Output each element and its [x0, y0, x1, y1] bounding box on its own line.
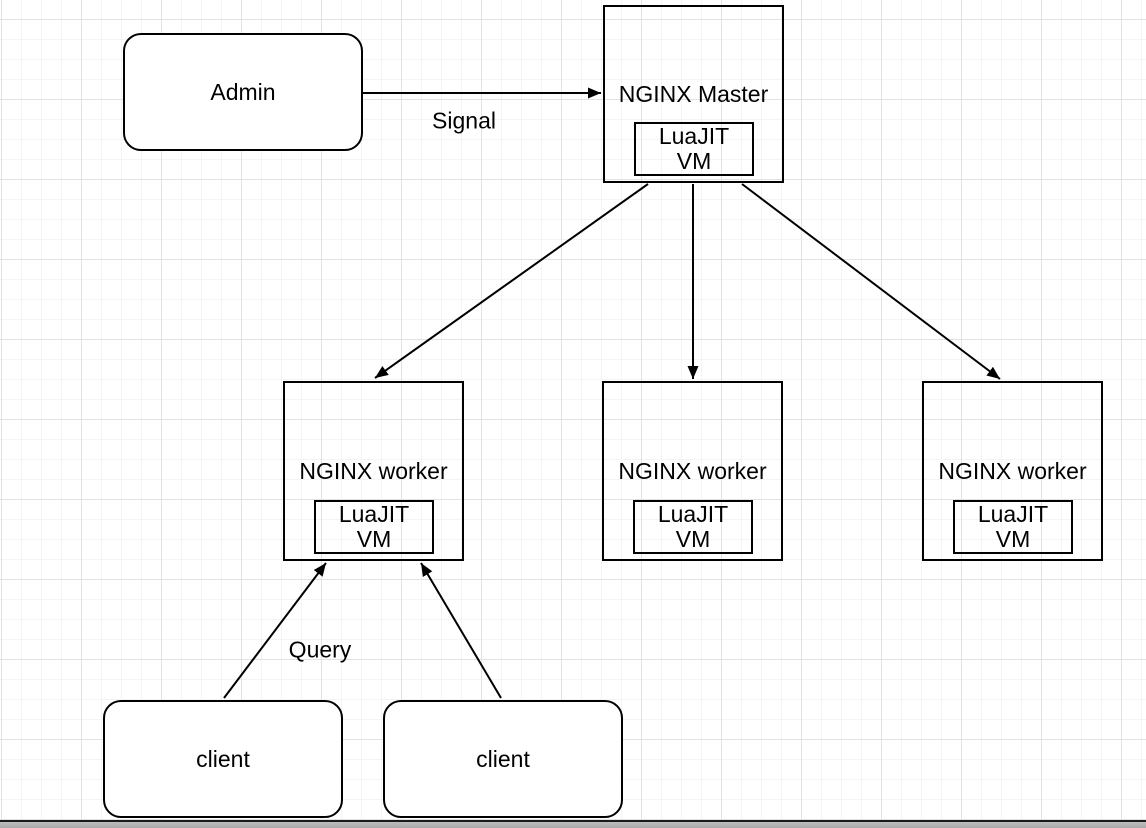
edge-master-to-worker1[interactable] [374, 183, 649, 379]
node-nginx-worker-2-luajit-vm-box[interactable]: LuaJIT VM [633, 500, 753, 554]
node-nginx-worker-3[interactable]: NGINX worker LuaJIT VM [922, 381, 1103, 561]
node-nginx-master-label: NGINX Master [618, 80, 769, 107]
edge-label-query: Query [288, 636, 352, 663]
luajit-vm-label: LuaJIT VM [338, 501, 410, 552]
edge-client1-to-worker1[interactable] [223, 562, 327, 699]
node-client-2-label: client [476, 745, 530, 772]
edge-label-signal: Signal [432, 107, 496, 134]
node-admin-label: Admin [210, 78, 276, 105]
node-nginx-worker-3-luajit-vm-box[interactable]: LuaJIT VM [953, 500, 1073, 554]
node-nginx-worker-1-luajit-vm-box[interactable]: LuaJIT VM [314, 500, 434, 554]
node-nginx-worker-2-label: NGINX worker [618, 457, 767, 484]
luajit-vm-label: LuaJIT VM [658, 123, 730, 174]
node-admin[interactable]: Admin [123, 33, 363, 151]
horizontal-scrollbar[interactable] [0, 820, 1146, 828]
edge-master-to-worker3[interactable] [741, 183, 1001, 380]
node-nginx-master-luajit-vm-box[interactable]: LuaJIT VM [634, 122, 754, 176]
edge-client2-to-worker1[interactable] [420, 562, 502, 699]
node-nginx-worker-1-label: NGINX worker [299, 457, 448, 484]
luajit-vm-label: LuaJIT VM [977, 501, 1049, 552]
luajit-vm-label: LuaJIT VM [657, 501, 729, 552]
node-nginx-master[interactable]: NGINX Master LuaJIT VM [603, 5, 784, 183]
node-nginx-worker-3-label: NGINX worker [938, 457, 1087, 484]
node-client-1[interactable]: client [103, 700, 343, 818]
node-client-2[interactable]: client [383, 700, 623, 818]
node-nginx-worker-1[interactable]: NGINX worker LuaJIT VM [283, 381, 464, 561]
node-client-1-label: client [196, 745, 250, 772]
node-nginx-worker-2[interactable]: NGINX worker LuaJIT VM [602, 381, 783, 561]
